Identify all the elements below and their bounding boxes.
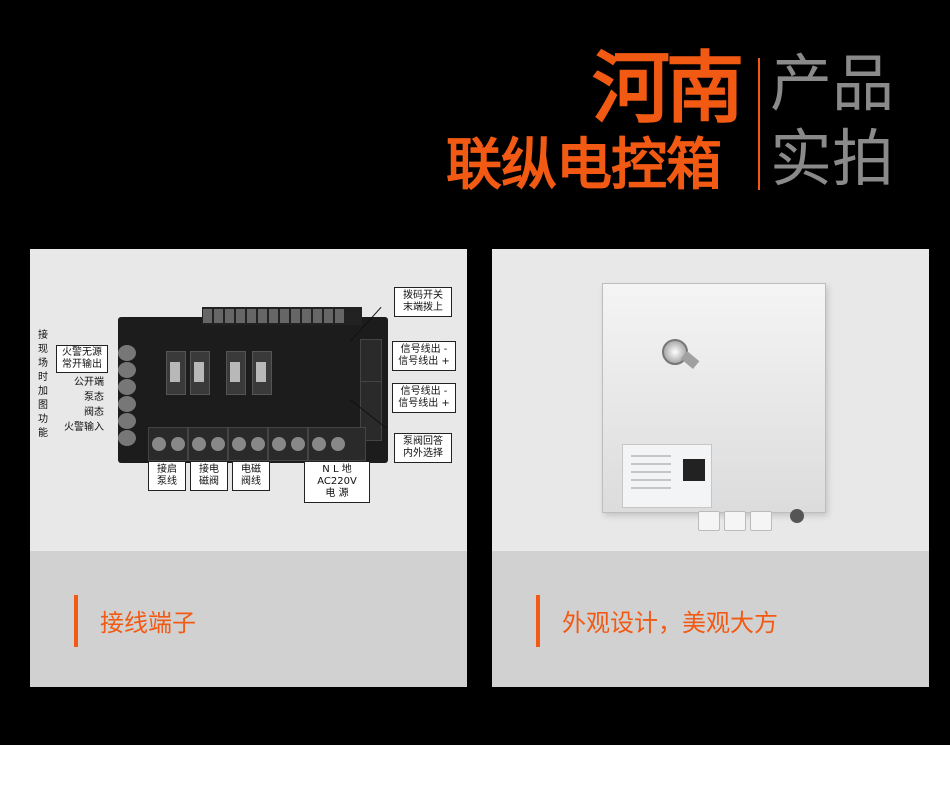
connector: [790, 509, 804, 523]
caption-text: 接线端子: [100, 609, 196, 637]
header-divider: [758, 58, 760, 190]
left-terminal: [118, 379, 136, 395]
right-terminal-block: [360, 381, 382, 441]
caption-text: 外观设计，美观大方: [562, 609, 778, 637]
card-appearance: 外观设计，美观大方: [492, 249, 929, 687]
bottom-terminal-block: [148, 427, 188, 461]
label-signal-out-1: 信号线出 -信号线出 +: [392, 341, 456, 371]
board-photo: 接现场时加图功能 火警无源常开输出 公开端 泵态 阀态 火警输入 拨码开关末端拨…: [30, 249, 467, 551]
label-signal-out-2: 信号线出 -信号线出 +: [392, 383, 456, 413]
card-wiring-terminals: 接现场时加图功能 火警无源常开输出 公开端 泵态 阀态 火警输入 拨码开关末端拨…: [30, 249, 467, 687]
label-feedback-select: 泵阀回答内外选择: [394, 433, 452, 463]
relay: [252, 351, 272, 395]
caption-accent-bar: [536, 595, 540, 647]
label-vertical: 接现场时加图功能: [38, 330, 48, 439]
cable-gland: [724, 511, 746, 531]
top-terminal-strip: [202, 307, 362, 325]
label-dip-switch: 拨码开关末端拨上: [394, 287, 452, 317]
left-terminal: [118, 413, 136, 429]
header-title-product: 联纵电控箱: [446, 133, 722, 198]
left-terminal: [118, 345, 136, 361]
caption-area: 外观设计，美观大方: [492, 551, 929, 687]
left-terminal: [118, 396, 136, 412]
nameplate: [622, 444, 712, 508]
cable-gland: [750, 511, 772, 531]
header-subtitle-product: 产品: [770, 47, 895, 120]
caption-accent-bar: [74, 595, 78, 647]
label-valve-wire: 电磁阀线: [232, 461, 270, 491]
label-fire-output: 火警无源常开输出: [56, 345, 108, 373]
cable-gland: [698, 511, 720, 531]
enclosure-photo: [492, 249, 929, 551]
bottom-terminal-block: [188, 427, 228, 461]
relay: [190, 351, 210, 395]
relay: [166, 351, 186, 395]
left-terminal: [118, 430, 136, 446]
label-solenoid-valve: 接电磁阀: [190, 461, 228, 491]
header-subtitle-photo: 实拍: [770, 122, 895, 195]
qr-code-icon: [683, 459, 705, 481]
left-terminal: [118, 362, 136, 378]
label-common: 公开端: [74, 377, 104, 388]
bottom-terminal-block: [228, 427, 268, 461]
bottom-terminal-block: [308, 427, 366, 478]
caption-area: 接线端子: [30, 551, 467, 687]
label-fire-input: 火警输入: [64, 422, 104, 433]
label-pump-state: 泵态: [84, 392, 104, 403]
bottom-band: [0, 745, 950, 806]
header-title-province: 河南: [592, 44, 744, 134]
bottom-terminal-block: [268, 427, 308, 461]
label-valve-state: 阀态: [84, 407, 104, 418]
label-pump-wire: 接启泵线: [148, 461, 186, 491]
relay: [226, 351, 246, 395]
